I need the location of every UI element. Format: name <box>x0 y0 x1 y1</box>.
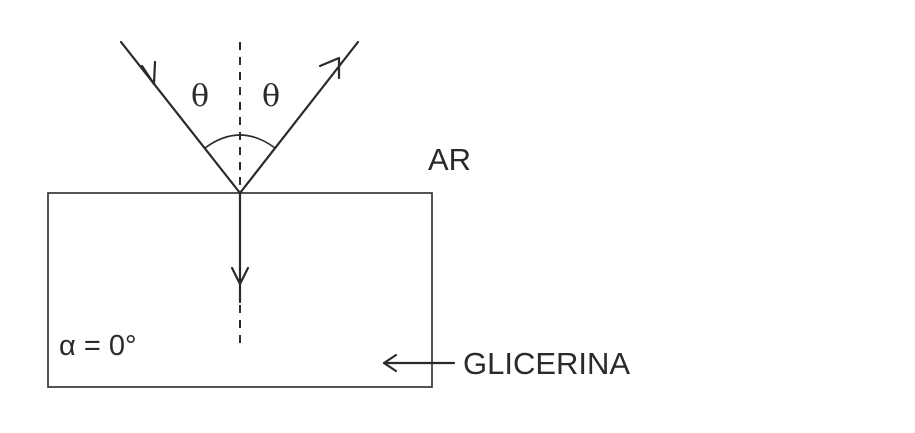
theta-right-label: θ <box>262 79 280 114</box>
reflected-ray <box>238 40 360 195</box>
glycerin-label: GLICERINA <box>463 346 630 381</box>
reflected-ray-arrowhead <box>318 56 341 80</box>
incident-ray <box>119 40 242 195</box>
air-label: AR <box>428 142 471 177</box>
refracted-ray-arrowhead <box>230 266 250 286</box>
incident-ray-arrowhead <box>140 60 157 86</box>
alpha-label: α = 0° <box>59 330 137 362</box>
glycerin-pointer-arrowhead <box>382 353 398 373</box>
theta-left-label: θ <box>191 79 209 114</box>
angle-arc <box>204 134 276 149</box>
